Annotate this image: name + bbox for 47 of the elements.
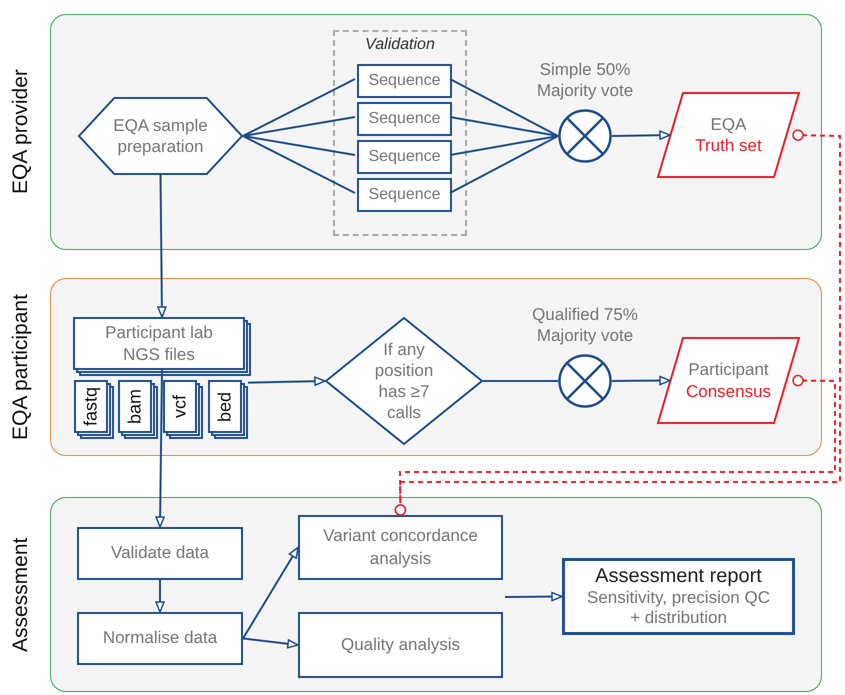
lane-title: EQA provider <box>8 68 33 196</box>
process-box: Normalise data <box>77 612 243 665</box>
dashed-group-box <box>333 30 467 236</box>
connector <box>242 135 356 156</box>
connector <box>242 135 356 194</box>
process-box: Variant concordance analysis <box>298 515 503 580</box>
connector <box>450 135 558 156</box>
process-box: Sequence <box>357 178 452 212</box>
node-caption: Qualified 75% Majority vote <box>531 304 639 346</box>
process-box: Validate data <box>77 527 243 580</box>
dashed-connector <box>394 374 836 516</box>
stacked-file: bam <box>118 380 158 439</box>
process-box: Sequence <box>357 64 452 98</box>
connector <box>242 638 299 649</box>
vote-circle <box>558 354 612 408</box>
process-box: Quality analysis <box>298 612 503 678</box>
lane-title: EQA participant <box>8 293 33 442</box>
connector <box>504 592 563 602</box>
connector <box>450 135 558 194</box>
connector <box>450 116 558 137</box>
decision-diamond: If any position has ≥7 calls <box>325 317 483 445</box>
node-caption: Simple 50% Majority vote <box>536 59 634 102</box>
connector <box>155 370 165 528</box>
vote-circle <box>558 109 612 163</box>
connector <box>483 380 558 382</box>
stacked-file: bed <box>208 380 248 439</box>
data-parallelogram: EQA Truth set <box>657 92 800 178</box>
connector <box>612 130 671 140</box>
process-box: Sequence <box>357 102 452 136</box>
report-title: Assessment report <box>595 564 762 588</box>
stacked-file: fastq <box>74 380 114 439</box>
group-title: Validation <box>364 36 436 54</box>
connector <box>155 580 165 613</box>
process-box: Sequence <box>357 140 452 174</box>
report-details: Sensitivity, precision QC + distribution <box>586 588 771 628</box>
connector <box>242 546 299 640</box>
connector <box>242 116 356 137</box>
preparation-hexagon: EQA sample preparation <box>78 97 243 175</box>
stacked-file: vcf <box>163 380 203 439</box>
data-parallelogram: Participant Consensus <box>657 337 800 424</box>
lane-title: Assessment <box>8 536 33 654</box>
connector <box>242 78 356 137</box>
connector <box>157 174 167 318</box>
report-box <box>562 558 795 635</box>
connector <box>612 376 671 386</box>
stacked-documents: Participant lab NGS files <box>73 317 251 376</box>
connector <box>450 78 558 137</box>
